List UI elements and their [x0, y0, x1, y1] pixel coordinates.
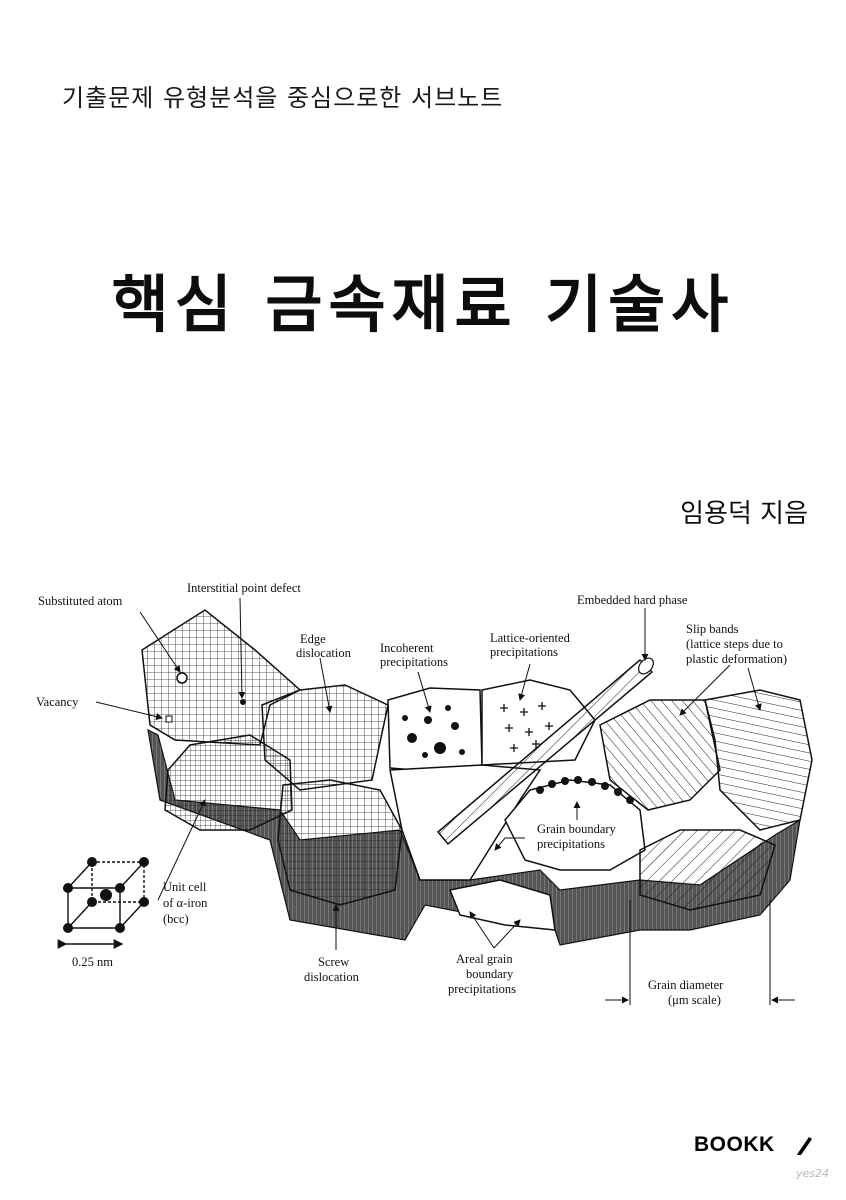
leader-lines [95, 597, 795, 1005]
label-gb-prec-2: precipitations [537, 837, 605, 851]
label-areal-1: Areal grain [456, 952, 513, 966]
grain-boundary-precipitates [536, 776, 634, 804]
watermark: yes24 [796, 1167, 830, 1180]
metal-microstructure-diagram: Substituted atom Interstitial point defe… [36, 581, 813, 1007]
label-unit-cell-2: of α-iron [163, 896, 208, 910]
grain-slip-right [704, 689, 813, 831]
grain-screw [277, 779, 403, 906]
label-edge-1: Edge [300, 632, 326, 646]
interstitial-atom [240, 699, 246, 705]
label-grain-diameter-2: (μm scale) [668, 993, 721, 1007]
cover-author: 임용덕 지음 [680, 499, 808, 529]
label-interstitial: Interstitial point defect [187, 581, 301, 595]
label-unit-cell-1: Unit cell [163, 880, 207, 894]
publisher-logo: BOOKK [694, 1133, 775, 1156]
label-unit-cell-3: (bcc) [163, 912, 189, 926]
label-screw-1: Screw [318, 955, 349, 969]
label-areal-3: precipitations [448, 982, 516, 996]
cover-subtitle: 기출문제 유형분석을 중심으로한 서브노트 [62, 84, 504, 112]
label-incoherent-1: Incoherent [380, 641, 434, 655]
label-lattice-1: Lattice-oriented [490, 631, 571, 645]
unit-cell-cube [57, 857, 149, 949]
label-gb-prec-1: Grain boundary [537, 822, 617, 836]
label-edge-2: dislocation [296, 646, 352, 660]
grain-incoherent [387, 687, 483, 773]
label-areal-2: boundary [466, 967, 514, 981]
label-screw-2: dislocation [304, 970, 360, 984]
areal-precipitation [448, 879, 556, 931]
grain-slip-left [599, 699, 721, 811]
label-embedded-hard-phase: Embedded hard phase [577, 593, 688, 607]
label-slip-1: Slip bands [686, 622, 739, 636]
vacancy-mark [165, 715, 173, 723]
cover-title: 핵심 금속재료 기술사 [111, 268, 735, 341]
embedded-hard-phase-rod [436, 657, 654, 846]
label-incoherent-2: precipitations [380, 655, 448, 669]
label-slip-3: plastic deformation) [686, 652, 787, 666]
lattice-oriented-precipitates [500, 702, 553, 752]
label-lattice-2: precipitations [490, 645, 558, 659]
label-vacancy: Vacancy [36, 695, 79, 709]
label-slip-2: (lattice steps due to [686, 637, 783, 651]
label-grain-diameter-1: Grain diameter [648, 978, 724, 992]
substituted-atom [176, 672, 188, 684]
pen-icon [797, 1137, 812, 1155]
grain-unit-cell [164, 734, 293, 831]
grain-bottom-right [639, 829, 776, 911]
label-substituted-atom: Substituted atom [38, 594, 123, 608]
label-scale: 0.25 nm [72, 955, 113, 969]
incoherent-precipitates [402, 705, 465, 758]
